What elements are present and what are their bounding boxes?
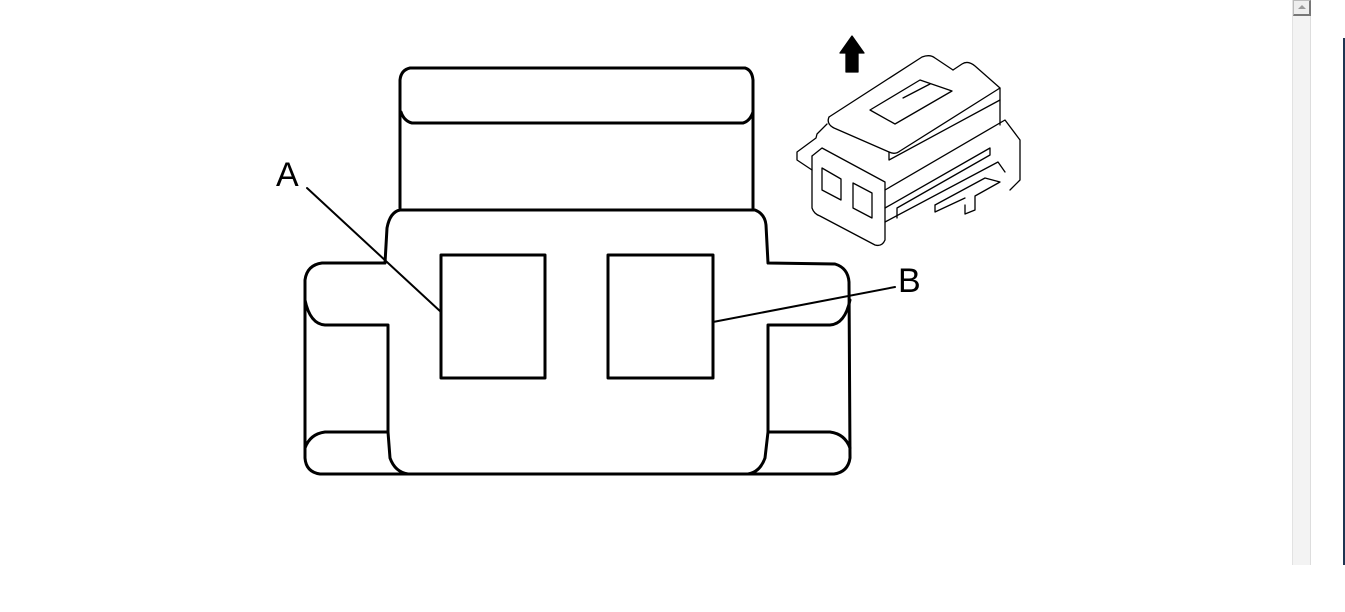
callout-label-b: B	[898, 262, 921, 300]
connector-isometric-view	[796, 35, 1021, 247]
callout-label-a: A	[276, 156, 299, 194]
scroll-up-arrow-icon[interactable]	[1293, 0, 1311, 16]
cavity-a	[439, 253, 547, 380]
leader-lines	[306, 187, 896, 323]
cavity-b	[606, 253, 715, 380]
connector-diagram	[303, 35, 1021, 476]
vertical-scrollbar[interactable]	[1292, 0, 1311, 565]
connector-face-view	[303, 66, 852, 476]
window-edge	[1343, 38, 1345, 565]
up-arrow-icon	[839, 35, 865, 73]
